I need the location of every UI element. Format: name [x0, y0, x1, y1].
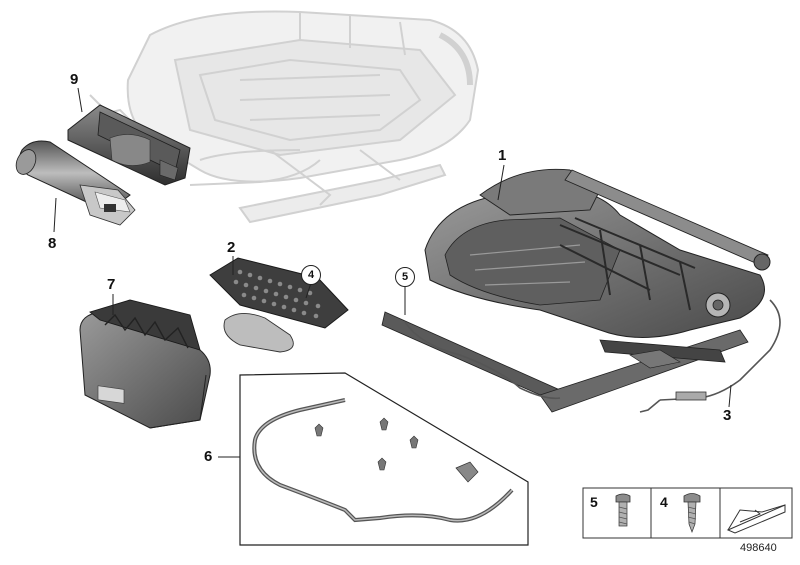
- part-8-motor: [15, 140, 136, 226]
- wire-harness: [404, 299, 781, 413]
- callout-2: 2: [227, 239, 236, 256]
- part-2-support-plate: [209, 257, 349, 353]
- callout-6: 6: [204, 448, 213, 465]
- callout-8: 8: [48, 235, 57, 252]
- ghost-seat-frame: [89, 10, 480, 224]
- legend-label-a: 5: [590, 494, 598, 510]
- callout-3: 3: [723, 407, 732, 424]
- part-7-control-unit: [79, 299, 211, 429]
- callout-9: 9: [70, 71, 79, 88]
- callout-4-circled: 4: [301, 265, 321, 285]
- legend-box: [582, 487, 793, 539]
- part-6-wire-frame-box: [239, 372, 529, 546]
- part-1-seat-frame: [381, 168, 771, 413]
- leader-lines: [53, 87, 732, 458]
- legend-screw-4-icon: [683, 493, 701, 533]
- callout-1: 1: [498, 147, 507, 164]
- legend-screw-5-icon: [615, 493, 631, 527]
- callout-7: 7: [107, 276, 116, 293]
- legend-wedge-symbol-icon: [726, 504, 786, 534]
- part-9-housing-cover: [67, 104, 191, 186]
- document-id: 498640: [740, 542, 777, 554]
- legend-label-b: 4: [660, 494, 668, 510]
- callout-5-circled: 5: [395, 267, 415, 287]
